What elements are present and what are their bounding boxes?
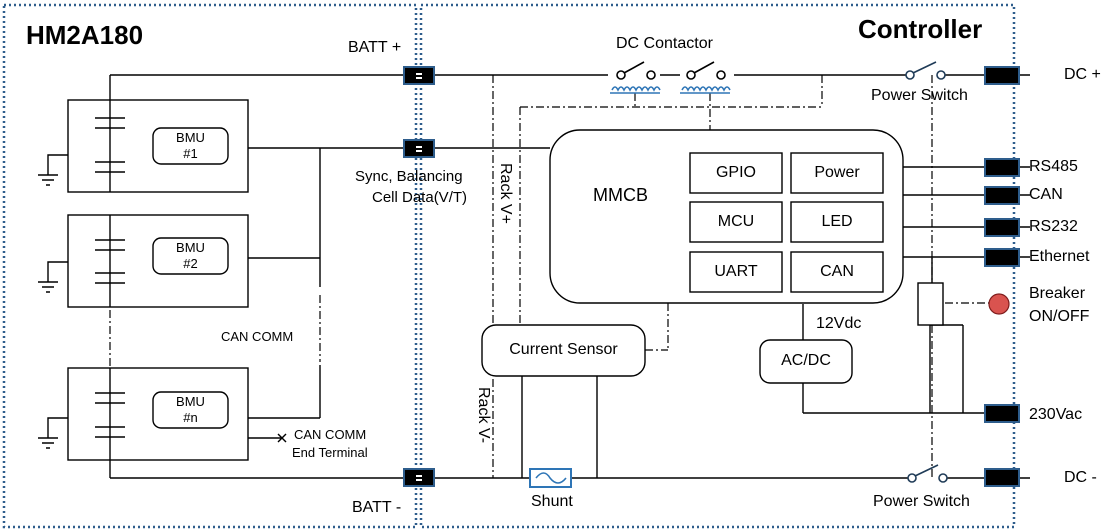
- mcu-label: MCU: [717, 213, 755, 230]
- led-label: LED: [821, 213, 853, 230]
- can-comm-end-line1: CAN COMM: [294, 427, 367, 442]
- rack-v-minus-label: Rack V-: [475, 387, 492, 444]
- battery-frame: [2, 3, 418, 529]
- dc-plus-label: DC +: [1064, 66, 1101, 83]
- vac-label: 230Vac: [1029, 406, 1083, 423]
- sync-connector: [403, 139, 435, 158]
- can-comm-label: CAN COMM: [221, 329, 294, 344]
- dc-plus-connector: [984, 66, 1020, 85]
- can-block: [790, 251, 884, 293]
- dc-minus-label: DC -: [1064, 469, 1097, 486]
- bmu-1-line1: BMU: [176, 130, 205, 145]
- mmcb-label: MMCB: [593, 185, 648, 205]
- bmu-2-line2: #2: [183, 256, 198, 271]
- power-block: [790, 152, 884, 194]
- led-block: [790, 201, 884, 243]
- breaker-lamp: [988, 293, 1010, 315]
- breaker-label-line2: ON/OFF: [1029, 308, 1090, 325]
- rs485-connector: [984, 158, 1020, 177]
- bmu-n-line1: BMU: [176, 394, 205, 409]
- gpio-label: GPIO: [715, 164, 756, 181]
- current-sensor-box: [481, 324, 646, 377]
- current-sensor-label: Current Sensor: [509, 341, 618, 358]
- gpio-block: [689, 152, 783, 194]
- rack-v-plus-label: Rack V+: [497, 163, 514, 224]
- rs232-connector: [984, 218, 1020, 237]
- breaker-label-line1: Breaker: [1029, 285, 1086, 302]
- battery-title: HM2A180: [26, 20, 144, 50]
- contactor-coil-1: [611, 86, 661, 92]
- acdc-label: AC/DC: [781, 352, 831, 369]
- batt-minus-connector: [403, 468, 435, 487]
- batt-plus-connector: [403, 66, 435, 85]
- controller-frame: [419, 3, 1016, 529]
- bmu-1-box: [152, 127, 229, 165]
- breaker-relay: [917, 282, 944, 326]
- shunt-label: Shunt: [531, 493, 573, 510]
- uart-label: UART: [714, 263, 758, 280]
- mcu-block: [689, 201, 783, 243]
- dc-contactor-label: DC Contactor: [616, 35, 713, 52]
- can-connector: [984, 186, 1020, 205]
- rs232-label: RS232: [1029, 218, 1078, 235]
- dc-minus-connector: [984, 468, 1020, 487]
- rs485-label: RS485: [1029, 158, 1078, 175]
- acdc-box: [759, 339, 853, 384]
- bmu-2-line1: BMU: [176, 240, 205, 255]
- power-label: Power: [814, 164, 860, 181]
- bmu-1-line2: #1: [183, 146, 198, 161]
- sync-label-line2: Cell Data(V/T): [372, 189, 468, 206]
- power-switch-bottom-label: Power Switch: [873, 493, 970, 510]
- ethernet-label: Ethernet: [1029, 248, 1090, 265]
- can-port-label: CAN: [1029, 186, 1063, 203]
- controller-title: Controller: [858, 14, 983, 44]
- batt-minus-label: BATT -: [352, 499, 402, 516]
- vac-connector: [984, 404, 1020, 423]
- ethernet-connector: [984, 248, 1020, 267]
- vdc-label: 12Vdc: [816, 315, 862, 332]
- can-comm-end-line2: End Terminal: [292, 445, 368, 460]
- batt-plus-label: BATT +: [348, 39, 402, 56]
- bmu-2-box: [152, 237, 229, 275]
- contactor-coil-2: [681, 86, 731, 92]
- sync-label-line1: Sync, Balancing: [355, 168, 463, 185]
- can-block-label: CAN: [820, 263, 854, 280]
- bmu-n-box: [152, 391, 229, 429]
- power-switch-top-label: Power Switch: [871, 87, 968, 104]
- bmu-n-line2: #n: [183, 410, 198, 425]
- uart-block: [689, 251, 783, 293]
